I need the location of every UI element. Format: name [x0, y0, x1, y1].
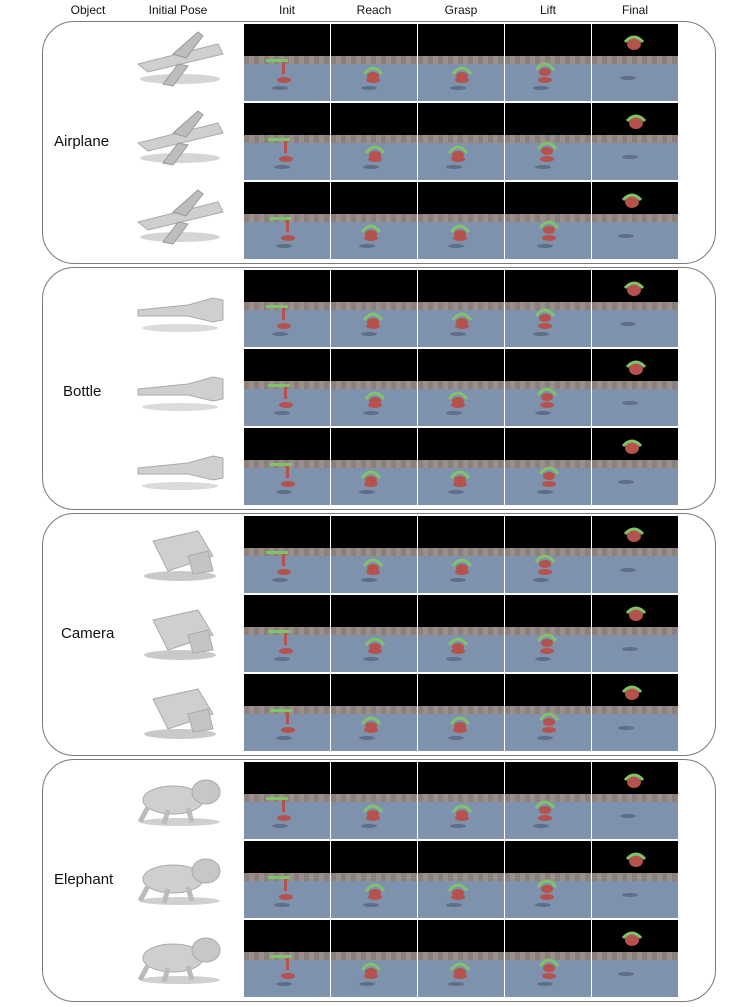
header-init: Init	[278, 3, 295, 17]
sim-frame-grasp	[418, 920, 504, 997]
sim-frame-reach	[331, 428, 417, 505]
sim-frame-reach	[331, 516, 417, 593]
sim-frame-lift	[505, 516, 591, 593]
sim-frame-init	[244, 270, 330, 347]
sim-frame-final	[592, 516, 678, 593]
sim-frame-reach	[331, 270, 417, 347]
header-lift: Lift	[539, 3, 556, 17]
sim-frame-init	[244, 674, 330, 751]
sim-frame-lift	[505, 920, 591, 997]
sim-frame-reach	[331, 920, 417, 997]
sim-frame-final	[592, 674, 678, 751]
sim-frame-init	[244, 762, 330, 839]
object-label-camera: Camera	[61, 625, 115, 642]
sim-frame-grasp	[418, 516, 504, 593]
initial-pose-image	[118, 349, 238, 431]
initial-pose-image	[118, 674, 238, 756]
initial-pose-image	[118, 24, 238, 106]
sim-frame-grasp	[418, 674, 504, 751]
object-label-elephant: Elephant	[54, 871, 114, 888]
sim-frame-init	[244, 103, 330, 180]
sim-frame-grasp	[418, 270, 504, 347]
sim-frame-grasp	[418, 24, 504, 101]
sim-frame-final	[592, 270, 678, 347]
sim-frame-grasp	[418, 428, 504, 505]
sim-frame-grasp	[418, 103, 504, 180]
initial-pose-image	[118, 103, 238, 185]
sim-frame-final	[592, 920, 678, 997]
sim-frame-init	[244, 428, 330, 505]
sim-frame-init	[244, 516, 330, 593]
object-label-bottle: Bottle	[63, 383, 102, 400]
initial-pose-image	[118, 270, 238, 352]
sim-frame-reach	[331, 762, 417, 839]
sim-frame-lift	[505, 762, 591, 839]
sim-frame-final	[592, 103, 678, 180]
sim-frame-lift	[505, 103, 591, 180]
sim-frame-lift	[505, 24, 591, 101]
sim-frame-reach	[331, 24, 417, 101]
sim-frame-reach	[331, 182, 417, 259]
sim-frame-lift	[505, 270, 591, 347]
header-object: Object	[70, 3, 106, 17]
sim-frame-lift	[505, 182, 591, 259]
object-label-airplane: Airplane	[54, 133, 110, 150]
initial-pose-image	[118, 762, 238, 844]
initial-pose-image	[118, 428, 238, 510]
sim-frame-grasp	[418, 349, 504, 426]
header-final: Final	[621, 3, 648, 17]
sim-frame-reach	[331, 674, 417, 751]
sim-frame-init	[244, 920, 330, 997]
sim-frame-init	[244, 841, 330, 918]
header-grasp: Grasp	[444, 3, 478, 17]
initial-pose-image	[118, 920, 238, 1002]
header-reach: Reach	[356, 3, 392, 17]
sim-frame-reach	[331, 841, 417, 918]
sim-frame-final	[592, 841, 678, 918]
initial-pose-image	[118, 595, 238, 677]
sim-frame-final	[592, 182, 678, 259]
sim-frame-init	[244, 349, 330, 426]
sim-frame-final	[592, 762, 678, 839]
sim-frame-reach	[331, 103, 417, 180]
sim-frame-init	[244, 24, 330, 101]
sim-frame-final	[592, 428, 678, 505]
sim-frame-lift	[505, 349, 591, 426]
sim-frame-init	[244, 182, 330, 259]
sim-frame-final	[592, 595, 678, 672]
sim-frame-lift	[505, 595, 591, 672]
sim-frame-lift	[505, 428, 591, 505]
sim-frame-final	[592, 349, 678, 426]
sim-frame-reach	[331, 349, 417, 426]
sim-frame-lift	[505, 841, 591, 918]
sim-frame-grasp	[418, 762, 504, 839]
sim-frame-reach	[331, 595, 417, 672]
initial-pose-image	[118, 182, 238, 264]
sim-frame-init	[244, 595, 330, 672]
initial-pose-image	[118, 516, 238, 598]
initial-pose-image	[118, 841, 238, 923]
sim-frame-final	[592, 24, 678, 101]
sim-frame-grasp	[418, 182, 504, 259]
sim-frame-lift	[505, 674, 591, 751]
sim-frame-grasp	[418, 595, 504, 672]
sim-frame-grasp	[418, 841, 504, 918]
header-initial-pose: Initial Pose	[148, 3, 208, 17]
